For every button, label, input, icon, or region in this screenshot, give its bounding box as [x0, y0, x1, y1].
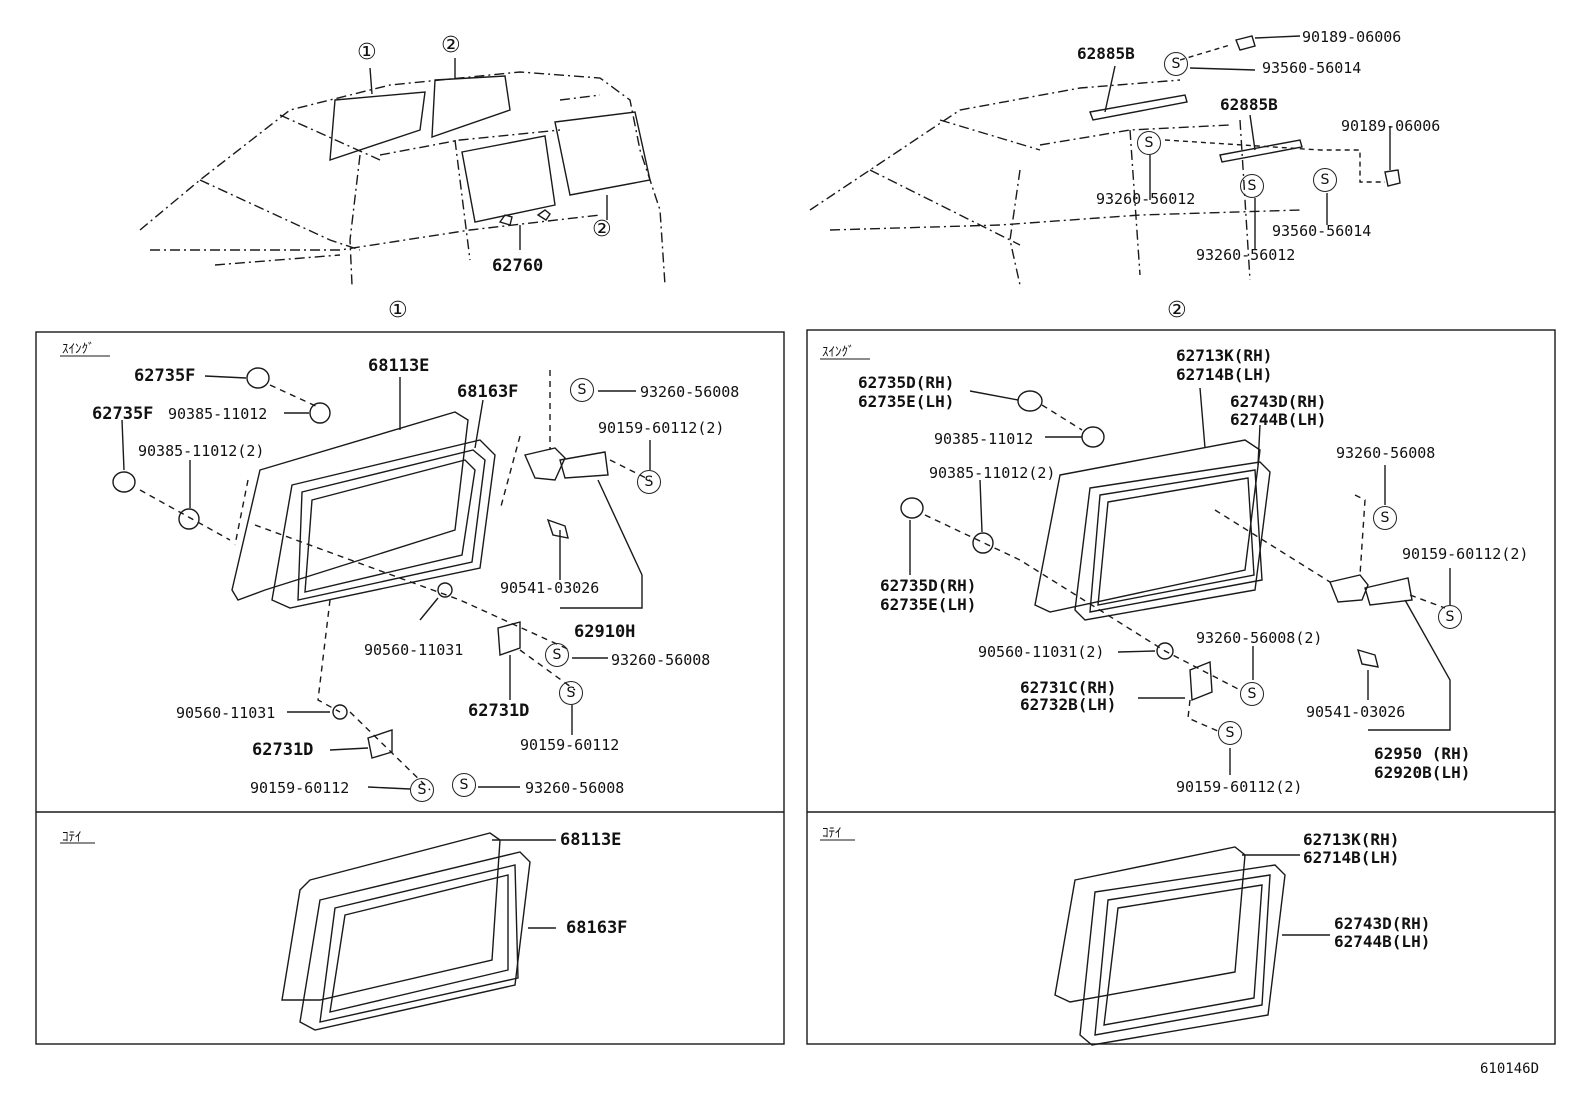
part-90560-11031-b: 90560-11031 [176, 704, 276, 722]
screw-symbol: S [1164, 52, 1188, 76]
panel-2-frame [806, 329, 1556, 1045]
panel1-fixed-window [281, 832, 556, 1031]
section-marker-1: ① [388, 298, 408, 323]
part-62910h: 62910H [574, 622, 636, 642]
panel2-glass [1034, 439, 1271, 621]
fixed-part-62713k: 62713K(RH) [1303, 830, 1400, 849]
part-90189-06006-a: 90189-06006 [1302, 28, 1402, 46]
part-93260-56012-b: 93260-56012 [1196, 246, 1296, 264]
fixed-part-68163f: 68163F [566, 918, 628, 938]
vehicle-right-outline [809, 79, 1301, 286]
part-90159-60112-b: 90159-60112(2) [1176, 778, 1303, 796]
part-90189-06006-b: 90189-06006 [1341, 117, 1441, 135]
part-90385-11012-a: 90385-11012 [168, 405, 268, 423]
part-62731d-a: 62731D [468, 701, 530, 721]
part-93260-56008-a: 93260-56008 [1336, 444, 1436, 462]
panel2-swing-tag: ｽｲﾝｸﾞ [822, 345, 855, 360]
vehicle-left-leaders [369, 58, 608, 250]
part-68163f: 68163F [457, 382, 519, 402]
panel2-hardware [900, 390, 1413, 702]
part-93260-56008-b: 93260-56008(2) [1196, 629, 1323, 647]
screw-symbol: S [559, 681, 583, 705]
screw-symbol: S [1373, 506, 1397, 530]
panel-1-frame [35, 331, 785, 1045]
callout-window-2-rear: ② [592, 217, 612, 242]
panel2-fixed-window [1054, 846, 1330, 1046]
part-90385-11012-b: 90385-11012(2) [929, 464, 1056, 482]
vehicle-left-windows [329, 75, 651, 226]
part-68113e: 68113E [368, 356, 430, 376]
part-90385-11012-b: 90385-11012(2) [138, 442, 265, 460]
screw-symbol: S [637, 470, 661, 494]
part-90159-60112-b: 90159-60112 [520, 736, 620, 754]
part-62731c: 62731C(RH) [1020, 678, 1117, 697]
part-62714b: 62714B(LH) [1176, 365, 1273, 384]
panel1-glass [231, 411, 496, 609]
part-93560-56014-a: 93560-56014 [1262, 59, 1362, 77]
screw-symbol: S [1313, 168, 1337, 192]
callout-window-1: ① [357, 40, 377, 65]
part-90159-60112-c: 90159-60112 [250, 779, 350, 797]
panel2-leaders [909, 387, 1451, 775]
panel2-fixed-tag: ｺﾃｲ [822, 826, 842, 841]
part-90560-11031: 90560-11031(2) [978, 643, 1105, 661]
part-62950: 62950 (RH) [1374, 744, 1471, 763]
part-62920b: 62920B(LH) [1374, 763, 1471, 782]
part-62735d-a: 62735D(RH) [858, 373, 955, 392]
part-90385-11012-a: 90385-11012 [934, 430, 1034, 448]
part-90159-60112-a: 90159-60112(2) [598, 419, 725, 437]
part-62735f-a: 62735F [134, 366, 196, 386]
part-62885b-b: 62885B [1220, 95, 1278, 114]
part-62735e-a: 62735E(LH) [858, 392, 955, 411]
screw-symbol: S [545, 643, 569, 667]
screw-symbol: S [410, 778, 434, 802]
screw-symbol: S [1240, 174, 1264, 198]
part-90541-03026: 90541-03026 [1306, 703, 1406, 721]
fixed-part-62744b: 62744B(LH) [1334, 932, 1431, 951]
vehicle-left-outline [139, 71, 666, 286]
screw-symbol: S [1218, 721, 1242, 745]
fixed-part-62743d: 62743D(RH) [1334, 914, 1431, 933]
part-62885b-a: 62885B [1077, 44, 1135, 63]
vehicle-right-leaders [1104, 35, 1391, 250]
part-62731d-b: 62731D [252, 740, 314, 760]
figure-id: 610146D [1480, 1061, 1540, 1077]
part-62744b: 62744B(LH) [1230, 410, 1327, 429]
screw-symbol: S [1240, 682, 1264, 706]
part-90541-03026: 90541-03026 [500, 579, 600, 597]
callout-window-2: ② [441, 33, 461, 58]
part-90159-60112-a: 90159-60112(2) [1402, 545, 1529, 563]
part-62735f-b: 62735F [92, 404, 154, 424]
vehicle-right-rails [1089, 35, 1401, 187]
part-93260-56008-b: 93260-56008 [611, 651, 711, 669]
screw-symbol: S [452, 773, 476, 797]
part-62735e-b: 62735E(LH) [880, 595, 977, 614]
part-62743d: 62743D(RH) [1230, 392, 1327, 411]
part-93260-56008-a: 93260-56008 [640, 383, 740, 401]
part-62713k: 62713K(RH) [1176, 346, 1273, 365]
part-93260-56012-a: 93260-56012 [1096, 190, 1196, 208]
fixed-part-62714b: 62714B(LH) [1303, 848, 1400, 867]
part-90560-11031-a: 90560-11031 [364, 641, 464, 659]
panel1-fixed-tag: ｺﾃｲ [62, 830, 82, 845]
part-62732b: 62732B(LH) [1020, 695, 1117, 714]
section-marker-2: ② [1167, 298, 1187, 323]
part-62735d-b: 62735D(RH) [880, 576, 977, 595]
part-93560-56014-b: 93560-56014 [1272, 222, 1372, 240]
part-62760: 62760 [492, 256, 544, 276]
screw-symbol: S [1438, 605, 1462, 629]
screw-symbol: S [570, 378, 594, 402]
part-93260-56008-c: 93260-56008 [525, 779, 625, 797]
fixed-part-68113e: 68113E [560, 830, 622, 850]
panel1-swing-tag: ｽｲﾝｸﾞ [62, 342, 95, 357]
screw-symbol: S [1137, 131, 1161, 155]
